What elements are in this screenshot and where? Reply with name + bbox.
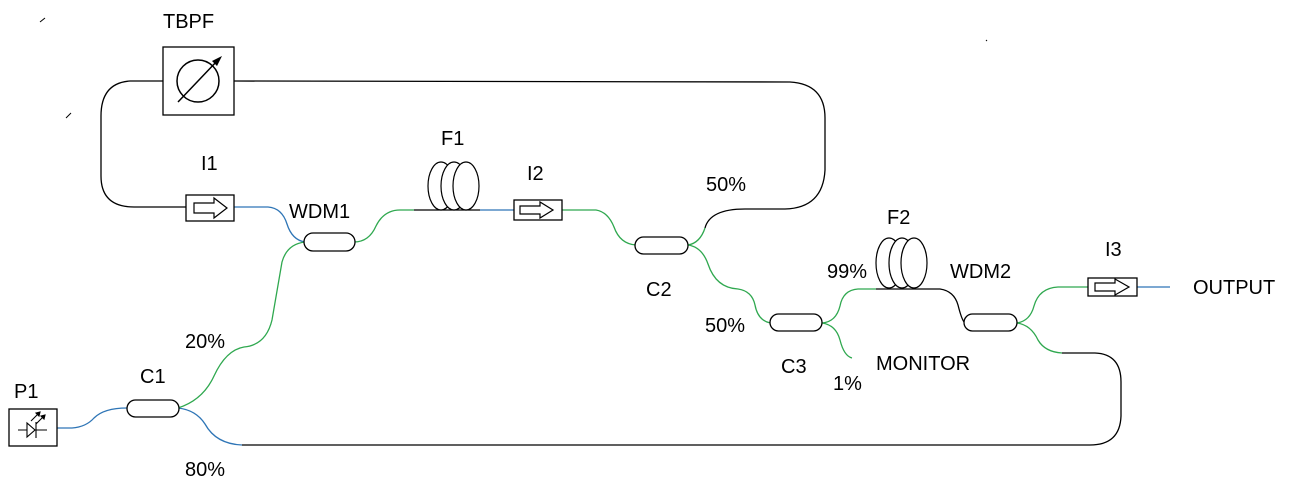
- label-wdm2: WDM2: [950, 261, 1011, 283]
- label-i1: I1: [201, 153, 218, 175]
- tbpf-filter: [162, 46, 235, 116]
- label-c1-lower: 80%: [185, 459, 225, 481]
- fiber-wdm2-lower: [1016, 322, 1063, 354]
- label-c3: C3: [781, 356, 807, 378]
- label-c2-upper: 50%: [706, 174, 746, 196]
- fiber-c2-to-c3: [687, 244, 772, 324]
- fiber-coil-f2: [875, 237, 928, 289]
- wdm2-coupler: [963, 313, 1018, 332]
- isolator-i1: [185, 194, 235, 222]
- fibers: [57, 80, 1170, 446]
- label-p1: P1: [14, 381, 38, 403]
- label-wdm1: WDM1: [289, 201, 350, 223]
- pump-p1: [8, 408, 58, 447]
- label-tbpf: TBPF: [163, 11, 214, 33]
- fiber-wdm1-to-f1: [353, 209, 414, 243]
- fiber-tbpf-to-i1: [100, 80, 186, 208]
- laser-diode-icon: [18, 411, 47, 439]
- label-i2: I2: [527, 163, 544, 185]
- fiber-c1-lower: [177, 407, 243, 446]
- fiber-i2-to-c2: [562, 209, 637, 246]
- fiber-i1-to-wdm1: [234, 206, 306, 243]
- stray-marks: [39, 17, 988, 119]
- label-monitor: MONITOR: [876, 353, 970, 375]
- label-f2: F2: [887, 207, 910, 229]
- c2-coupler: [634, 236, 689, 255]
- c3-coupler: [769, 313, 823, 332]
- label-f1: F1: [441, 128, 464, 150]
- fiber-c3-to-monitor: [821, 322, 853, 359]
- isolator-arrow-icon: [519, 200, 555, 220]
- tunable-filter-icon: [176, 56, 222, 103]
- isolator-arrow-icon: [1094, 277, 1131, 297]
- label-output: OUTPUT: [1193, 277, 1275, 299]
- isolator-arrow-icon: [193, 196, 228, 220]
- fiber-p1-to-c1: [57, 407, 128, 429]
- fiber-wdm2-to-i3: [1016, 286, 1088, 324]
- label-c3-lower: 1%: [833, 373, 862, 395]
- fiber-c1-to-wdm1: [177, 241, 306, 409]
- isolator-i2: [513, 199, 563, 221]
- fiber-c3-to-f2: [821, 288, 876, 324]
- fiber-coil-f1: [427, 161, 480, 211]
- isolator-i3: [1087, 277, 1138, 297]
- labels: TBPF I1 WDM1 F1 I2 C2 50% 50% F2 99% WDM…: [14, 11, 1275, 481]
- label-c1: C1: [140, 366, 166, 388]
- label-i3: I3: [1105, 239, 1122, 261]
- label-c2: C2: [646, 279, 672, 301]
- label-c3-upper: 99%: [827, 261, 867, 283]
- fiber-c2-upper: [687, 227, 706, 246]
- wdm1-coupler: [303, 232, 356, 252]
- label-c2-lower: 50%: [705, 315, 745, 337]
- fiber-f2-to-wdm2: [876, 288, 966, 324]
- c1-coupler: [126, 399, 180, 418]
- fiber-tbpf-to-c2: [233, 80, 826, 229]
- fiber-wdm2-to-c1: [242, 352, 1122, 446]
- label-c1-upper: 20%: [185, 331, 225, 353]
